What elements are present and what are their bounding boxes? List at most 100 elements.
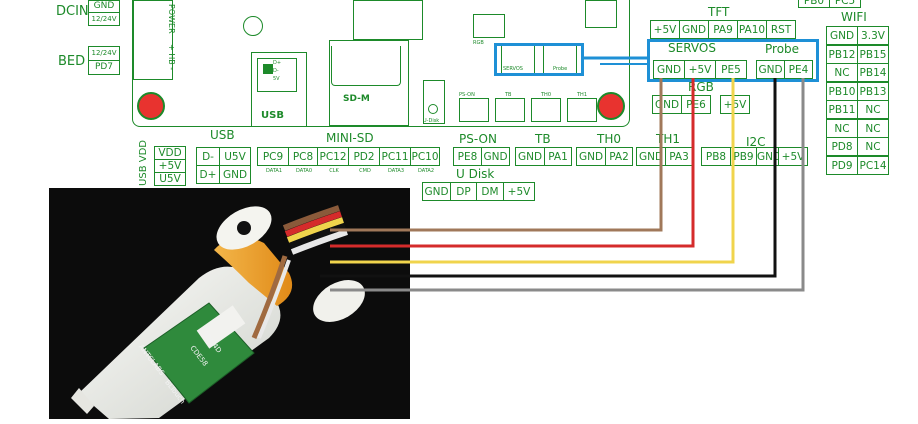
sd-module-shape (331, 46, 401, 86)
board-connector-highlight (494, 43, 584, 76)
wifi-pin: NC (857, 100, 889, 119)
chip-label: D- (273, 68, 279, 74)
usb-pin-gnd: GND (219, 165, 251, 184)
rgb-pin: GND (652, 95, 682, 114)
bed-label: BED (58, 54, 86, 69)
minisd-pin: PC12 (317, 147, 349, 166)
minisd-title: MINI-SD (326, 131, 374, 145)
usb-pin-dminus: D- (196, 147, 220, 166)
rgb-pin: +5V (720, 95, 750, 114)
bed-pin-12-24v: 12/24V (88, 46, 120, 61)
tb-pin: PA1 (544, 147, 572, 166)
usb-vdd-pin: VDD (154, 146, 186, 160)
th1-connector-board (567, 98, 597, 122)
i2c-pin: GND (756, 147, 779, 166)
minisd-pin: PC11 (379, 147, 411, 166)
udisk-pin: DM (476, 182, 504, 201)
servos-pin-5v: +5V (684, 60, 716, 79)
wifi-pin: 3.3V (857, 26, 889, 45)
mcu (353, 0, 423, 40)
tft-pin: GND (679, 20, 709, 39)
tb-pin: GND (515, 147, 545, 166)
wifi-pin: PB15 (857, 44, 889, 64)
wifi-pin: NC (857, 137, 889, 156)
tft-pin: PA9 (708, 20, 738, 39)
servos-title: SERVOS (668, 41, 716, 55)
rgb-pin: PE6 (681, 95, 711, 114)
udisk-pin: GND (422, 182, 451, 201)
bltouch-drawing (49, 188, 410, 419)
hb-label: + HB - (167, 44, 176, 71)
dcin-pin-12-24v: 12/24V (88, 12, 120, 26)
minisd-pin-sub: DATA0 (295, 168, 313, 174)
wifi-pin: PB10 (826, 81, 858, 101)
th1-pin: PA3 (665, 147, 693, 166)
wifi-pin: NC (826, 63, 858, 82)
udisk-label: U-Disk (423, 118, 440, 124)
usb-chip (257, 58, 297, 92)
minisd-pin-sub: CLK (329, 168, 339, 174)
usb-vdd-pin: U5V (154, 172, 186, 186)
wifi-pin: PD8 (826, 137, 858, 156)
tb-connector-board (495, 98, 525, 122)
i2c-pin: PB9 (730, 147, 757, 166)
sensor-connector (196, 305, 246, 349)
tft-pin: RST (766, 20, 796, 39)
minisd-pin: PC8 (288, 147, 318, 166)
wifi-pin: NC (857, 118, 889, 138)
i2c-pin: PB8 (701, 147, 731, 166)
tb-title: TB (535, 132, 551, 146)
chip-label: D+ (273, 60, 282, 66)
rgb-silk: RGB (473, 40, 484, 46)
top-right-component (585, 0, 617, 28)
rgb-connector-board (473, 14, 505, 38)
probe-pin-pe4: PE4 (784, 60, 813, 79)
pson-title: PS-ON (459, 132, 497, 146)
tft-pin: PA10 (737, 20, 767, 39)
capacitor (243, 16, 263, 36)
usb-port-label: USB (261, 110, 284, 121)
th1-pin: GND (636, 147, 666, 166)
bed-pin-pd7: PD7 (88, 60, 120, 75)
minisd-pin-sub: DATA3 (387, 168, 405, 174)
probe-silk: Probe (553, 66, 568, 72)
pson-pin: PE8 (453, 147, 482, 166)
wifi-title: WIFI (841, 10, 867, 24)
usb-vdd-pin: +5V (154, 159, 186, 173)
pin-pc5: PC5 (829, 0, 861, 8)
th0-pin: GND (576, 147, 606, 166)
wifi-pin: PB12 (826, 44, 858, 64)
rgb-title: RGB (688, 80, 714, 94)
wifi-pin: PB11 (826, 100, 858, 119)
usb-port (251, 52, 307, 126)
wifi-pin: NC (826, 118, 858, 138)
usb-pin-dplus: D+ (196, 165, 220, 184)
udisk-indicator (428, 104, 438, 114)
ps-on-connector-board (459, 98, 489, 122)
udisk-pin: +5V (503, 182, 535, 201)
th0-pin: PA2 (605, 147, 633, 166)
i2c-pin: +5V (778, 147, 808, 166)
probe-pin-gnd: GND (756, 60, 785, 79)
wifi-pin: PC14 (857, 155, 889, 175)
usb-title: USB (210, 128, 235, 142)
minisd-pin: PC10 (410, 147, 440, 166)
pin-pb0: PB0 (798, 0, 830, 8)
servos-pin-pe5: PE5 (715, 60, 747, 79)
usb-vdd-side-label: USB VDD (138, 140, 149, 186)
minisd-pin-sub: DATA1 (265, 168, 283, 174)
minisd-pin-sub: DATA2 (417, 168, 435, 174)
wifi-pin: GND (826, 26, 858, 45)
udisk-pin: DP (450, 182, 477, 201)
pson-pin: GND (481, 147, 510, 166)
wifi-pin: PB13 (857, 81, 889, 101)
probe-title: Probe (765, 42, 800, 56)
wifi-pin: PB14 (857, 63, 889, 82)
tft-title: TFT (708, 5, 730, 19)
chip-label: 5V (273, 76, 280, 82)
th1-title: TH1 (656, 132, 680, 146)
dcin-pin-gnd: GND (88, 0, 120, 13)
servos-pin-gnd: GND (653, 60, 685, 79)
usb-pin-u5v: U5V (219, 147, 251, 166)
th0-connector-board (531, 98, 561, 122)
